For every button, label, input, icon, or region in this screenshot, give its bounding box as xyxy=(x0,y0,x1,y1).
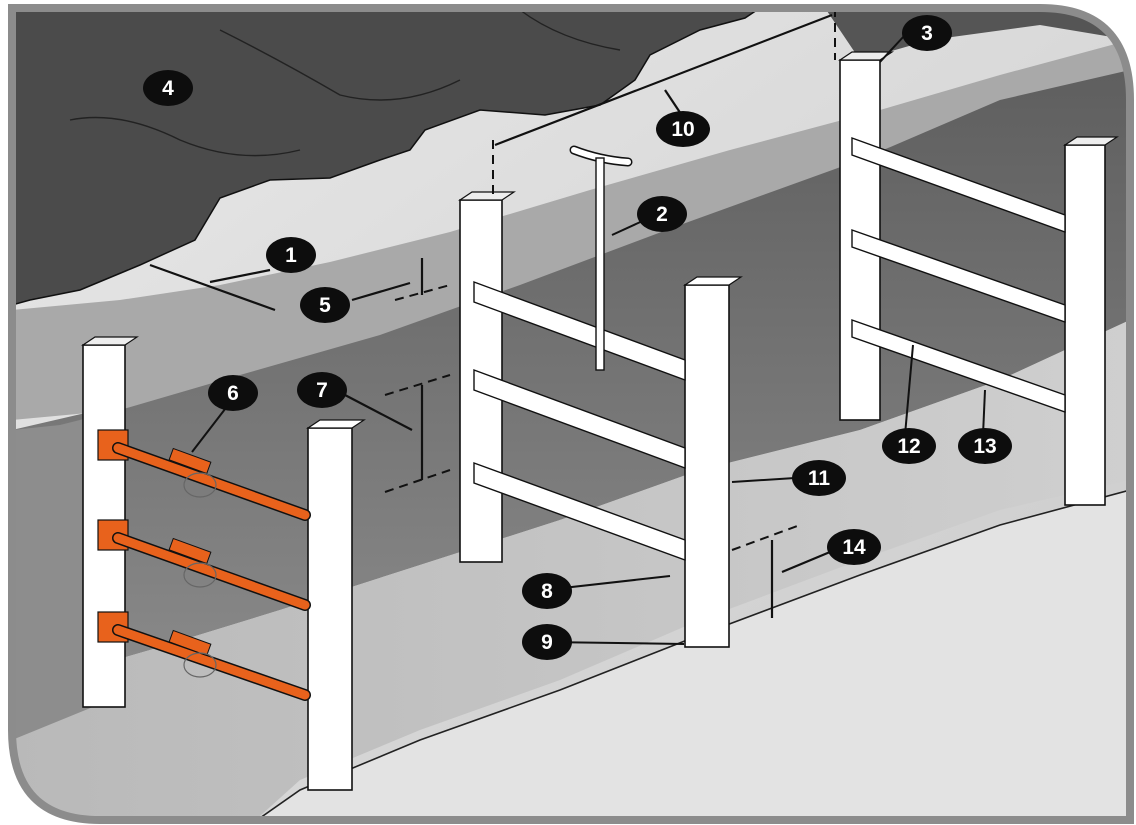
waler-far-3 xyxy=(851,319,1066,413)
callout-label: 12 xyxy=(897,435,920,458)
callout-label: 1 xyxy=(285,244,297,267)
callout-4: 4 xyxy=(143,70,193,106)
frame-border xyxy=(7,4,1134,824)
shoring-frame-front xyxy=(81,336,366,791)
callout-label: 2 xyxy=(656,203,668,226)
waler-far-1 xyxy=(851,137,1066,233)
callout-label: 8 xyxy=(541,580,553,603)
callout-14: 14 xyxy=(827,529,881,565)
callout-12: 12 xyxy=(882,428,936,464)
callout-label: 13 xyxy=(973,435,996,458)
callout-1: 1 xyxy=(266,237,316,273)
near-ground xyxy=(250,490,1130,820)
callout-label: 3 xyxy=(921,22,933,45)
waler-mid-1 xyxy=(473,280,686,382)
callout-label: 5 xyxy=(319,294,331,317)
hydraulic-strut xyxy=(97,429,311,521)
callout-11: 11 xyxy=(792,460,846,496)
callout-label: 11 xyxy=(808,467,831,490)
callout-8: 8 xyxy=(522,573,572,609)
spoil-contour xyxy=(219,29,461,101)
callout-label: 14 xyxy=(842,536,866,559)
hydraulic-strut xyxy=(97,519,311,611)
callout-6: 6 xyxy=(208,375,258,411)
spoil-contour xyxy=(69,116,301,157)
upright-front-right xyxy=(307,427,353,791)
callout-5: 5 xyxy=(300,287,350,323)
dimension-1 xyxy=(149,263,276,312)
callout-label: 10 xyxy=(671,118,694,141)
callout-10: 10 xyxy=(656,111,710,147)
callout-label: 6 xyxy=(227,382,239,405)
callout-label: 4 xyxy=(162,77,174,100)
waler-mid-2 xyxy=(473,368,686,470)
spoil-pile xyxy=(12,8,763,306)
callout-13: 13 xyxy=(958,428,1012,464)
callout-7: 7 xyxy=(297,372,347,408)
probe-rod xyxy=(595,157,605,371)
spoil-contour xyxy=(519,9,621,51)
shoring-frame-middle xyxy=(458,145,743,648)
waler-far-2 xyxy=(851,229,1066,323)
shoring-frame-far xyxy=(838,51,1119,506)
callout-label: 9 xyxy=(541,631,553,654)
callout-3: 3 xyxy=(902,15,952,51)
dimension-10 xyxy=(494,13,833,147)
callout-label: 7 xyxy=(316,379,328,402)
upright-far-right xyxy=(1064,144,1106,506)
callout-2: 2 xyxy=(637,196,687,232)
trench-floor xyxy=(12,320,1130,820)
callout-9: 9 xyxy=(522,624,572,660)
waler-mid-3 xyxy=(473,461,686,562)
hydraulic-strut xyxy=(97,611,311,701)
callouts: 1 2 3 4 5 6 7 8 9 10 11 12 13 14 xyxy=(143,15,1012,660)
upright-mid-right xyxy=(684,284,730,648)
far-spoil xyxy=(825,8,1130,60)
